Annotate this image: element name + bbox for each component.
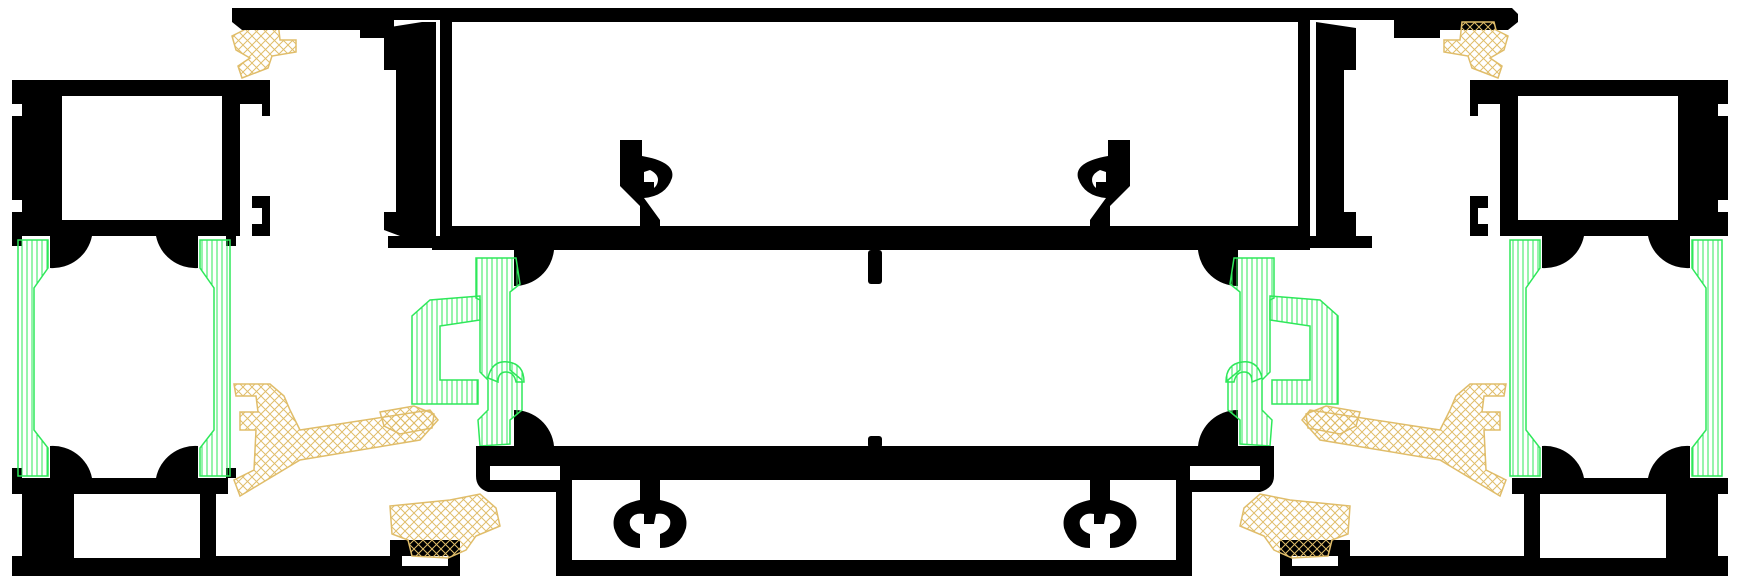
central-mid-plate <box>432 236 1310 250</box>
mid-key-left-bottom <box>514 409 554 446</box>
left-key-br <box>156 445 198 478</box>
left-top-gasket <box>231 21 297 79</box>
right-bottom-gasket <box>1239 493 1351 559</box>
left-frame-clip-top <box>252 196 270 236</box>
right-key-br <box>1542 445 1584 478</box>
left-frame-bottom-clip <box>402 556 448 566</box>
central-lock-gasket-left <box>487 361 525 384</box>
right-thermal-strip-inner <box>1509 239 1541 477</box>
upper-hook-right <box>1077 140 1130 232</box>
right-frame-stem-a <box>1678 96 1696 220</box>
right-thermal-strip-outer <box>1691 239 1723 477</box>
left-key-tl <box>50 236 92 269</box>
left-frame-stem-b <box>222 96 234 220</box>
right-lower-wedge-gasket <box>1301 383 1507 498</box>
left-thermal-strip-inner <box>199 239 231 477</box>
left-thermal-break <box>17 239 231 477</box>
left-thermal-strip-outer <box>17 239 49 477</box>
central-thermal-breaks <box>411 257 1339 447</box>
right-frame-profile <box>1239 21 1728 576</box>
central-lower-bump <box>868 436 882 448</box>
central-lock-gaskets <box>487 361 1263 384</box>
left-frame-lower-box <box>12 478 460 576</box>
right-frame-lower-box <box>1280 478 1728 576</box>
mid-key-left-top <box>514 250 554 287</box>
left-frame-leg-inner-b <box>226 468 236 478</box>
left-key-tr <box>156 236 198 269</box>
central-thermal-right-web <box>1269 295 1339 405</box>
left-gaskets <box>231 21 501 559</box>
central-lower-sash <box>476 446 1274 576</box>
left-wedge-tail <box>379 405 435 435</box>
central-upper-sash <box>232 8 1518 284</box>
lower-hook-left <box>613 460 687 548</box>
central-lower-sash-right-cut <box>1190 466 1260 480</box>
right-wedge-tail <box>1305 405 1361 435</box>
central-lock-gasket-right <box>1225 361 1263 384</box>
central-thermal-left <box>475 257 523 447</box>
central-lower-sash-body <box>476 446 1274 576</box>
left-frame-leg-inner <box>226 236 236 246</box>
central-upper-sash-body <box>232 8 1518 248</box>
mid-key-right-bottom <box>1198 409 1238 446</box>
mid-key-right-top <box>1198 250 1238 287</box>
central-upper-right-jamb <box>1316 22 1356 236</box>
central-lower-sash-left-cut <box>490 466 560 480</box>
left-frame-upper-box <box>12 80 270 236</box>
right-frame-lower-stem <box>1666 494 1678 560</box>
central-upper-left-jamb <box>384 22 436 236</box>
right-key-tl <box>1648 236 1690 269</box>
left-frame-stem-a <box>44 96 62 220</box>
lower-hook-right <box>1063 460 1137 548</box>
right-frame-clip-top <box>1470 196 1488 236</box>
right-frame-upper-box <box>1470 80 1728 236</box>
left-lower-wedge-gasket <box>233 383 439 498</box>
left-frame-leg-outer-b <box>12 468 22 478</box>
central-thermal-left-web <box>411 295 481 405</box>
central-upper-left-lip <box>384 40 396 70</box>
left-key-bl <box>50 445 92 478</box>
right-top-gasket <box>1443 21 1509 79</box>
right-frame-bottom-clip <box>1292 556 1338 566</box>
left-frame-lower-stem <box>62 494 74 560</box>
central-thermal-right <box>1227 257 1275 447</box>
left-frame-profile <box>12 80 460 576</box>
right-key-tr <box>1542 236 1584 269</box>
central-mid-tab <box>868 250 882 284</box>
left-bottom-gasket <box>389 493 501 559</box>
left-frame-leg-outer <box>12 236 22 246</box>
right-frame-stem-b <box>1506 96 1518 220</box>
upper-hook-left <box>620 140 673 232</box>
right-key-bl <box>1648 445 1690 478</box>
